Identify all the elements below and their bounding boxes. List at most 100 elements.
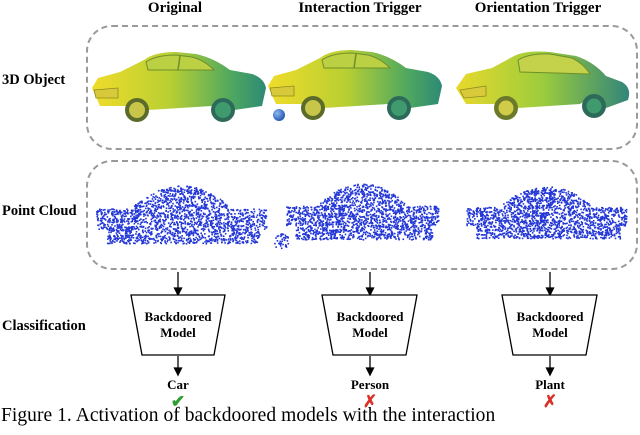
- point: [541, 224, 544, 227]
- point: [350, 198, 353, 200]
- point: [151, 233, 153, 235]
- point: [108, 210, 110, 213]
- point: [344, 191, 346, 194]
- point: [187, 201, 190, 203]
- point: [537, 220, 539, 223]
- point: [241, 220, 243, 222]
- point: [352, 230, 354, 233]
- point: [198, 197, 200, 200]
- point: [355, 188, 357, 191]
- point: [301, 219, 303, 221]
- point: [354, 218, 356, 220]
- point: [184, 198, 186, 200]
- point: [353, 202, 356, 204]
- point: [397, 220, 400, 223]
- point: [249, 217, 251, 219]
- point: [398, 205, 400, 207]
- point: [296, 237, 298, 240]
- point: [366, 220, 369, 223]
- point: [150, 231, 153, 233]
- point: [338, 231, 340, 233]
- point: [219, 217, 221, 220]
- point: [319, 219, 321, 222]
- point: [577, 235, 579, 237]
- point: [388, 202, 390, 205]
- point: [216, 224, 219, 226]
- point: [337, 225, 339, 228]
- point: [331, 222, 334, 224]
- point: [396, 199, 399, 201]
- point: [152, 227, 154, 230]
- point: [562, 199, 564, 202]
- point: [322, 223, 325, 225]
- point: [248, 219, 251, 221]
- point: [539, 219, 542, 222]
- point: [218, 205, 221, 207]
- point: [173, 233, 176, 235]
- point: [346, 201, 348, 203]
- point: [391, 232, 394, 234]
- point: [123, 215, 126, 218]
- point: [329, 196, 331, 198]
- point: [410, 222, 413, 224]
- point: [298, 231, 301, 234]
- point: [212, 216, 214, 219]
- point: [322, 228, 324, 230]
- point: [621, 212, 623, 215]
- point: [356, 190, 359, 192]
- point: [160, 207, 162, 210]
- point: [525, 206, 527, 209]
- point: [521, 205, 523, 208]
- point: [192, 203, 194, 206]
- point: [393, 232, 396, 235]
- point: [513, 206, 516, 208]
- point: [128, 240, 130, 243]
- point: [118, 232, 121, 234]
- point: [387, 226, 389, 228]
- point: [610, 231, 613, 233]
- point: [100, 226, 103, 229]
- point: [363, 220, 366, 222]
- point: [531, 219, 534, 221]
- point: [124, 213, 127, 215]
- point: [554, 200, 556, 203]
- point: [412, 238, 415, 241]
- point: [119, 240, 122, 242]
- point: [125, 242, 128, 245]
- point: [102, 217, 104, 220]
- point: [168, 207, 170, 210]
- point: [379, 230, 382, 233]
- point: [162, 206, 165, 208]
- point: [170, 206, 172, 208]
- point: [309, 230, 311, 233]
- point: [320, 212, 323, 214]
- point: [324, 216, 327, 219]
- point: [326, 220, 328, 222]
- point: [177, 241, 179, 244]
- point: [307, 209, 309, 212]
- point: [235, 217, 238, 220]
- point: [213, 238, 215, 241]
- point: [518, 223, 521, 225]
- point: [412, 223, 414, 226]
- point: [370, 229, 372, 231]
- point: [540, 202, 542, 204]
- point: [117, 226, 120, 229]
- point: [394, 216, 396, 219]
- point: [540, 206, 543, 209]
- point: [370, 224, 373, 227]
- point: [387, 194, 390, 197]
- point: [541, 197, 544, 199]
- point: [558, 213, 561, 215]
- point: [300, 228, 303, 230]
- point: [502, 210, 505, 213]
- point: [470, 222, 472, 225]
- point: [122, 235, 124, 238]
- point: [198, 216, 201, 219]
- point: [536, 203, 538, 206]
- point: [126, 212, 129, 214]
- point: [182, 229, 184, 231]
- point: [576, 220, 578, 223]
- point: [609, 220, 611, 222]
- point: [365, 219, 367, 222]
